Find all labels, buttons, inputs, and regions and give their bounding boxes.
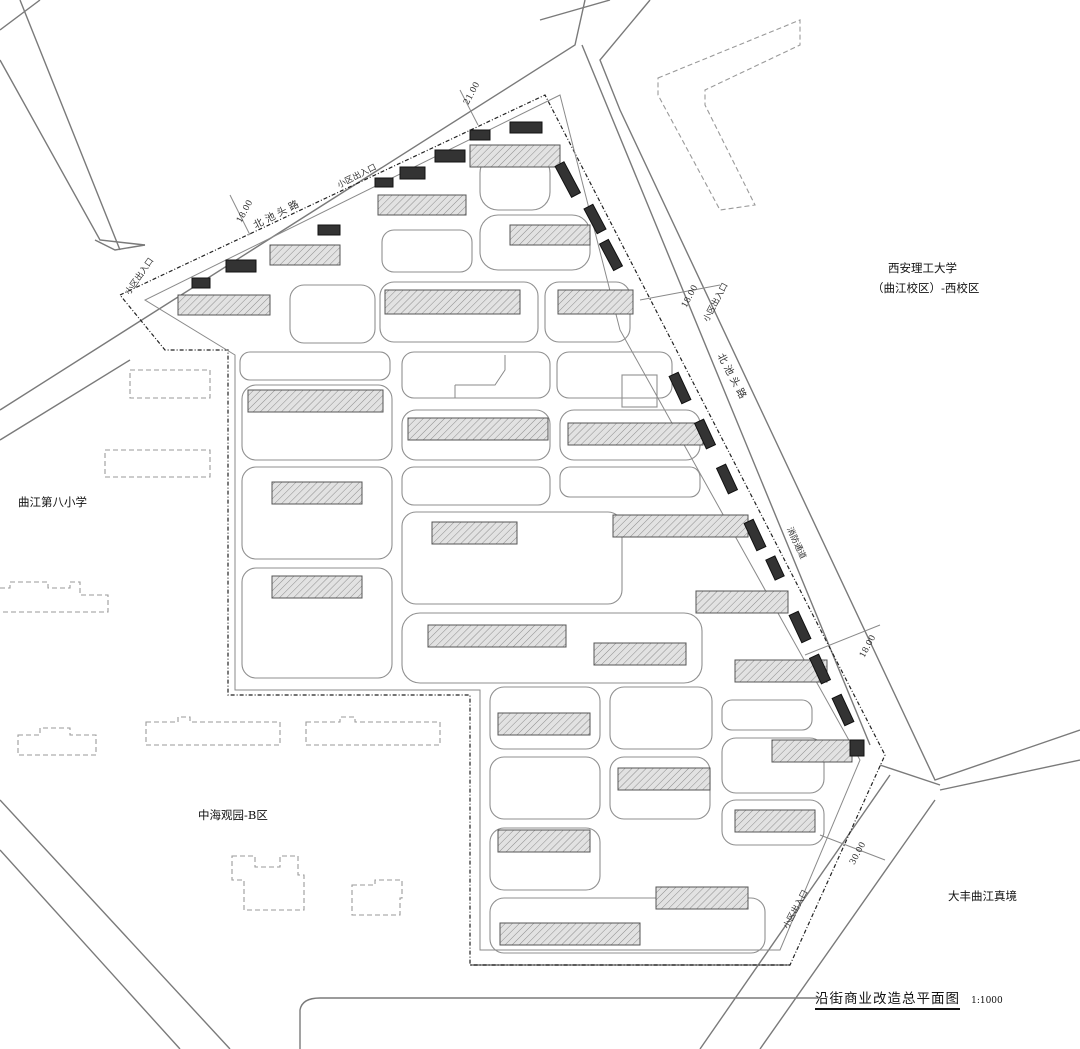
university-label: 西安理工大学 bbox=[888, 261, 957, 275]
school-label: 曲江第八小学 bbox=[18, 495, 87, 509]
dimension-lines bbox=[229, 89, 886, 861]
internal-loop-road bbox=[143, 94, 861, 951]
plan-title: 沿街商业改造总平面图 bbox=[815, 991, 960, 1010]
residential-buildings bbox=[177, 144, 853, 946]
title-block: 沿街商业改造总平面图 1:1000 bbox=[815, 987, 1003, 1010]
zhonghai-label: 中海观园-B区 bbox=[198, 808, 268, 822]
site-boundary bbox=[119, 94, 886, 966]
neighbor-buildings bbox=[0, 19, 801, 916]
commercial-shops bbox=[191, 121, 865, 757]
plan-scale: 1:1000 bbox=[971, 996, 1003, 1006]
university-campus-label: （曲江校区）-西校区 bbox=[872, 281, 980, 295]
dafeng-label: 大丰曲江真境 bbox=[948, 889, 1017, 903]
